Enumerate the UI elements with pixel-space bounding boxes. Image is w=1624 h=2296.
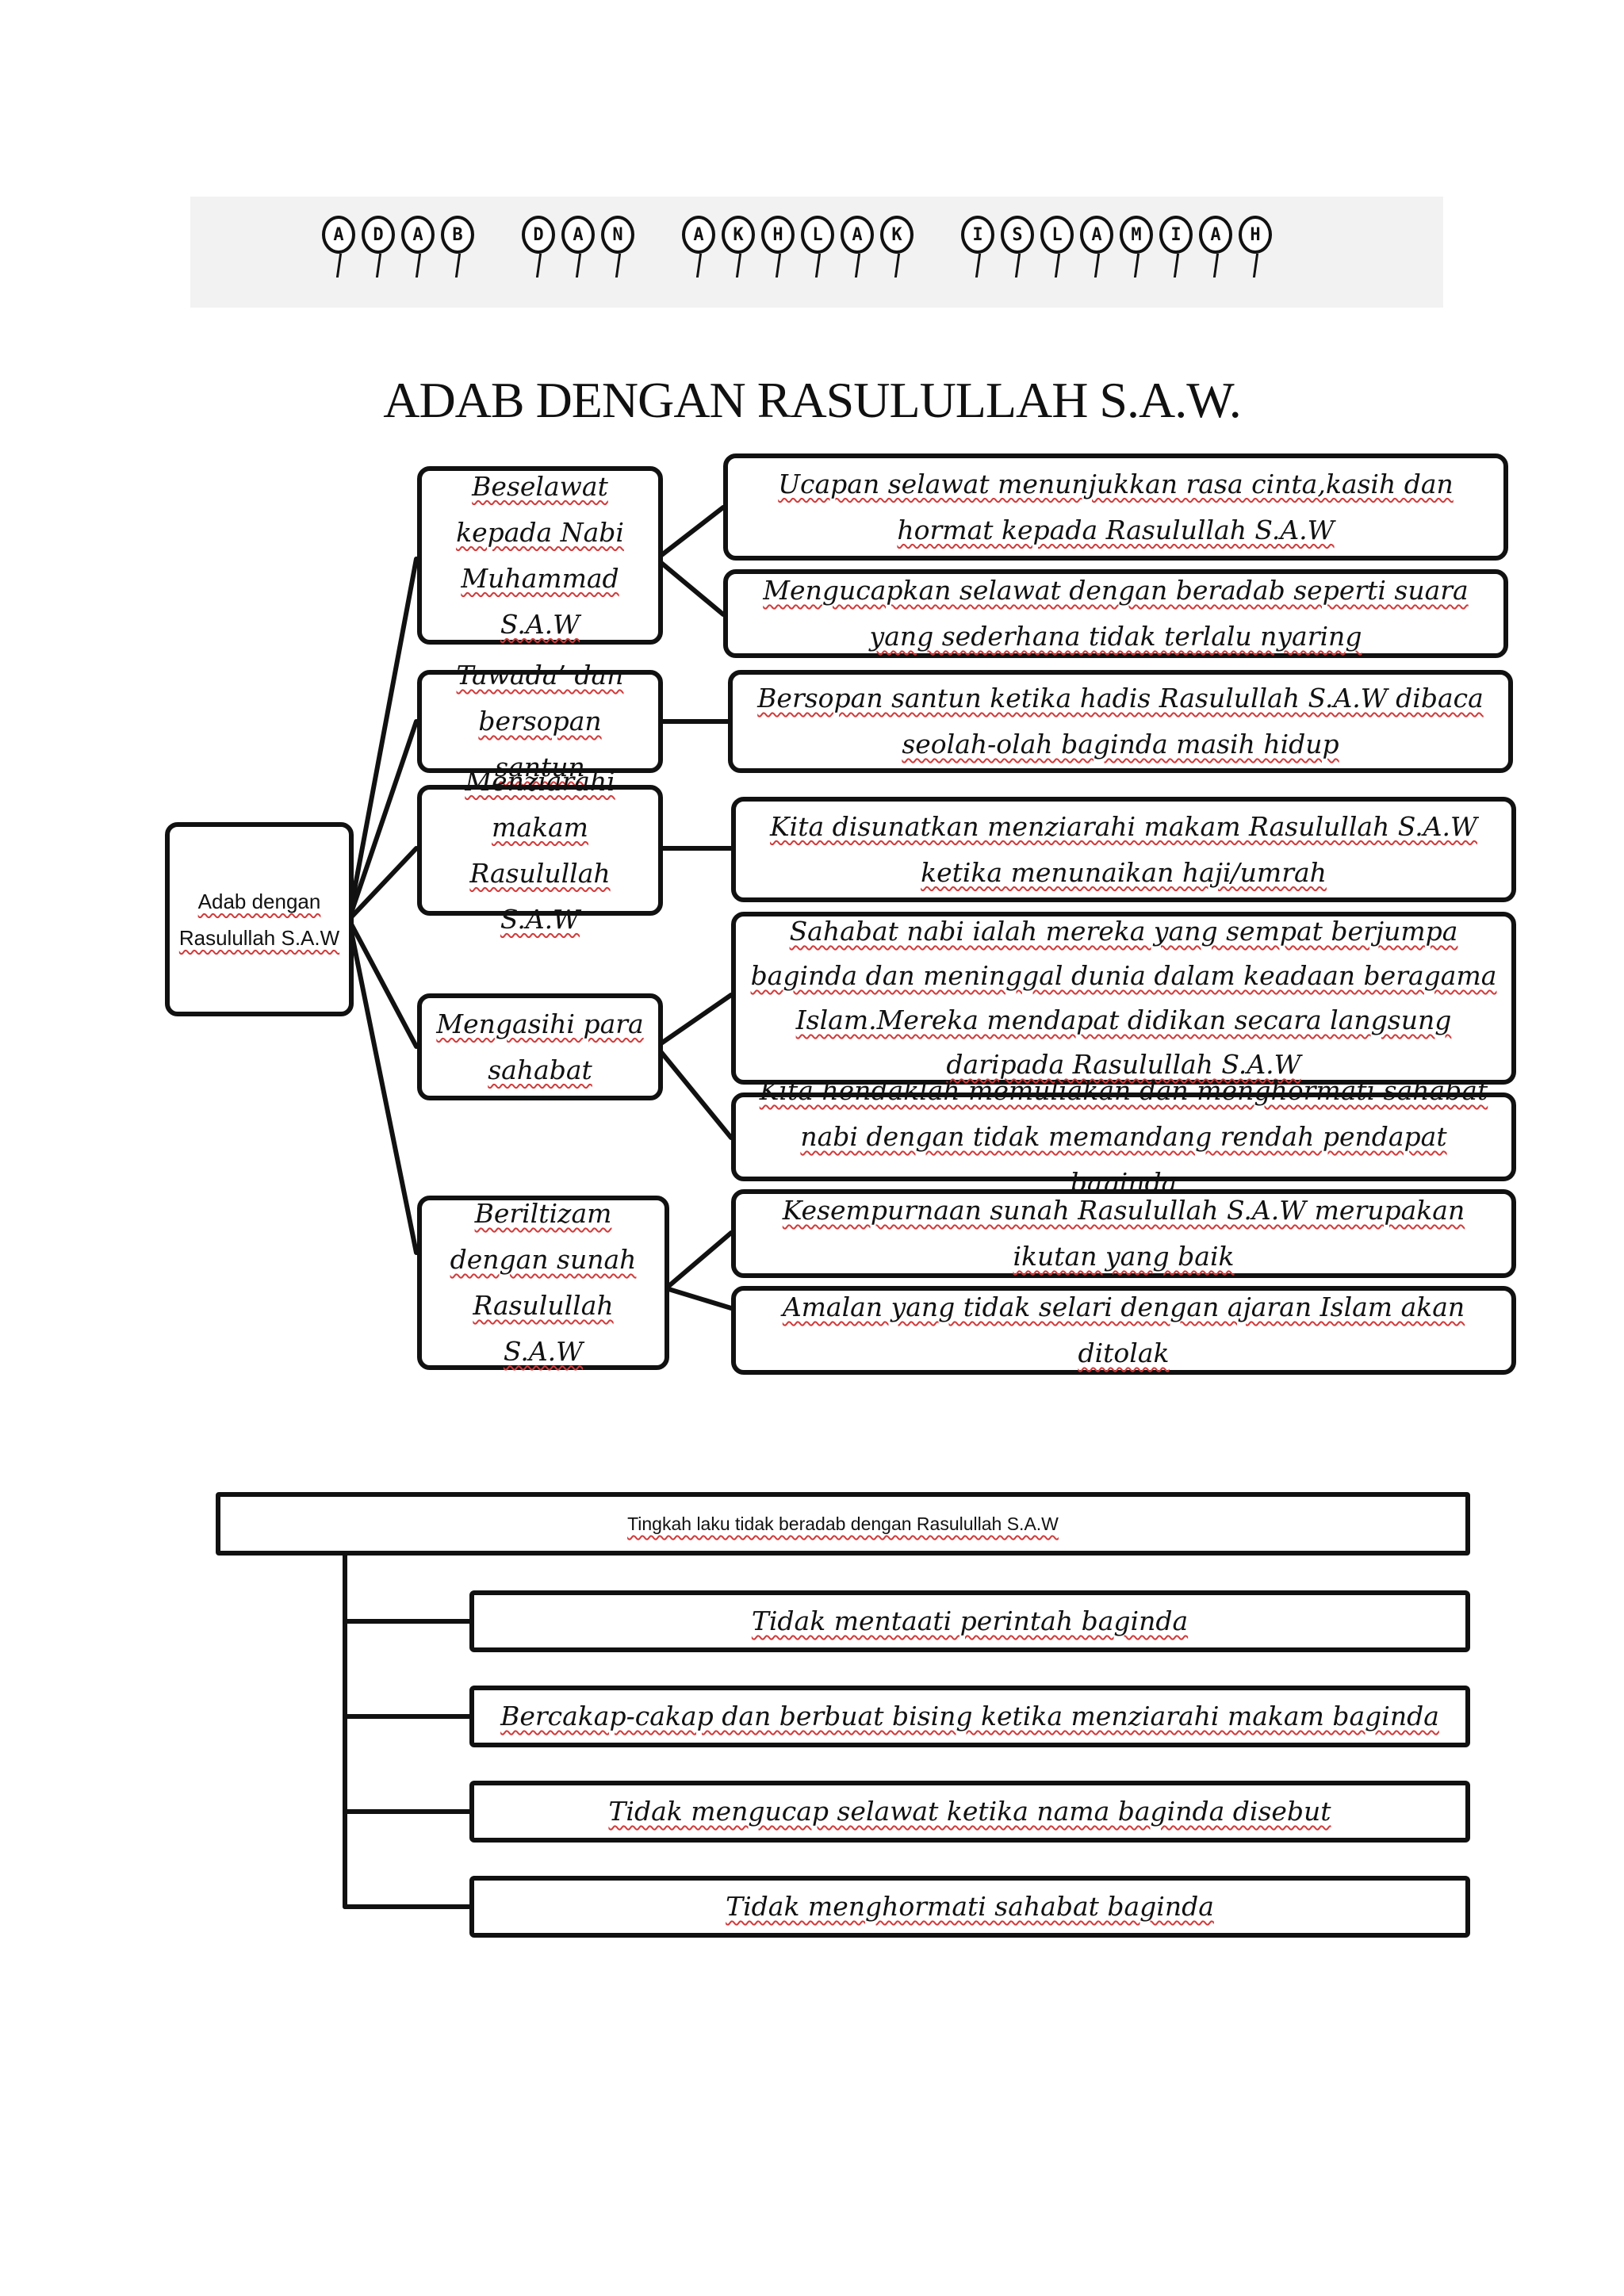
- balloon-letter-text: A: [1080, 216, 1113, 254]
- detail-text: Kesempurnaan sunah Rasulullah S.A.W meru…: [782, 1195, 1465, 1272]
- misconduct-item-text: Tidak mentaati perintah baginda: [751, 1605, 1189, 1636]
- misconduct-header-label: Tingkah laku tidak beradab dengan Rasulu…: [627, 1513, 1059, 1534]
- misconduct-item: Tidak mengucap selawat ketika nama bagin…: [469, 1781, 1470, 1843]
- detail-text: Mengucapkan selawat dengan beradab seper…: [763, 575, 1469, 652]
- balloon-letter: A: [400, 216, 435, 277]
- misconduct-item-text: Tidak mengucap selawat ketika nama bagin…: [608, 1796, 1331, 1827]
- balloon-letter: D: [521, 216, 556, 277]
- branch-label: Beriltizam dengan sunah Rasulullah S.A.W: [450, 1198, 637, 1367]
- detail-text: Amalan yang tidak selari dengan ajaran I…: [782, 1292, 1465, 1368]
- misconduct-header: Tingkah laku tidak beradab dengan Rasulu…: [216, 1492, 1470, 1556]
- balloon-letter: A: [1079, 216, 1114, 277]
- balloon-letter: L: [1040, 216, 1074, 277]
- balloon-letter-text: A: [1199, 216, 1232, 254]
- detail-text: Ucapan selawat menunjukkan rasa cinta,ka…: [778, 468, 1454, 545]
- balloon-letter-text: H: [1239, 216, 1272, 254]
- balloon-letter: A: [840, 216, 875, 277]
- balloon-letter: A: [321, 216, 356, 277]
- branch-node-selawat: Beselawat kepada Nabi Muhammad S.A.W: [417, 466, 663, 645]
- branch-node-tawada: Tawada’ dan bersopan santun: [417, 660, 663, 783]
- detail-text: Bersopan santun ketika hadis Rasulullah …: [757, 683, 1484, 760]
- branch-label: Beselawat kepada Nabi Muhammad S.A.W: [456, 470, 624, 640]
- root-node-label: Adab dengan Rasulullah S.A.W: [178, 889, 340, 950]
- page-title: ADAB DENGAN RASULULLAH S.A.W.: [383, 372, 1242, 428]
- balloon-letter-text: S: [1001, 216, 1034, 254]
- balloon-letter-text: A: [401, 216, 435, 254]
- balloon-letter: K: [879, 216, 914, 277]
- balloon-letter-text: D: [522, 216, 555, 254]
- branch-node-beriltizam: Beriltizam dengan sunah Rasulullah S.A.W: [417, 1196, 669, 1370]
- branch-label: Menziarahi makam Rasulullah S.A.W: [465, 765, 615, 935]
- balloon-letter: M: [1119, 216, 1154, 277]
- balloon-letter-text: A: [322, 216, 355, 254]
- branch-node-menziarahi: Menziarahi makam Rasulullah S.A.W: [417, 766, 663, 935]
- detail-text: Sahabat nabi ialah mereka yang sempat be…: [750, 916, 1497, 1080]
- detail-box: Amalan yang tidak selari dengan ajaran I…: [731, 1286, 1516, 1375]
- balloon-letter-text: K: [880, 216, 914, 254]
- balloon-letter: A: [1198, 216, 1233, 277]
- balloon-letter: A: [681, 216, 716, 277]
- balloon-letter: I: [960, 216, 995, 277]
- balloon-letter: K: [721, 216, 756, 277]
- balloon-letter-text: H: [761, 216, 795, 254]
- balloon-letter: L: [800, 216, 835, 277]
- balloon-letter: H: [760, 216, 795, 277]
- misconduct-item: Tidak mentaati perintah baginda: [469, 1590, 1470, 1652]
- branch-label: Mengasihi para sahabat: [436, 1008, 644, 1085]
- balloon-letter-text: A: [682, 216, 715, 254]
- balloon-letter-text: L: [1040, 216, 1074, 254]
- balloon-letter-text: K: [722, 216, 755, 254]
- balloon-letter-text: M: [1120, 216, 1153, 254]
- root-node: Adab dengan Rasulullah S.A.W: [165, 822, 354, 1016]
- balloon-letter: I: [1159, 216, 1193, 277]
- balloon-letter: N: [600, 216, 635, 277]
- misconduct-item: Tidak menghormati sahabat baginda: [469, 1876, 1470, 1938]
- detail-box: Kita hendaklah memuliakan dan menghormat…: [731, 1075, 1516, 1198]
- detail-box: Bersopan santun ketika hadis Rasulullah …: [728, 670, 1513, 773]
- balloon-letter: S: [1000, 216, 1035, 277]
- balloon-letter: B: [440, 216, 475, 277]
- detail-text: Kita hendaklah memuliakan dan menghormat…: [759, 1075, 1488, 1198]
- balloon-letter-text: I: [1159, 216, 1193, 254]
- detail-box: Kita disunatkan menziarahi makam Rasulul…: [731, 797, 1516, 902]
- branch-node-mengasihi: Mengasihi para sahabat: [417, 993, 663, 1100]
- branch-label: Tawada’ dan bersopan santun: [456, 660, 624, 783]
- balloon-letter-text: N: [601, 216, 634, 254]
- misconduct-item-text: Bercakap-cakap dan berbuat bising ketika…: [500, 1701, 1439, 1732]
- detail-box: Sahabat nabi ialah mereka yang sempat be…: [731, 912, 1516, 1085]
- balloon-letter: D: [361, 216, 396, 277]
- balloon-letter-text: A: [841, 216, 874, 254]
- misconduct-item: Bercakap-cakap dan berbuat bising ketika…: [469, 1686, 1470, 1747]
- detail-box: Ucapan selawat menunjukkan rasa cinta,ka…: [723, 453, 1508, 561]
- detail-text: Kita disunatkan menziarahi makam Rasulul…: [770, 810, 1477, 888]
- balloon-letter: A: [561, 216, 596, 277]
- balloon-letter-text: B: [441, 216, 474, 254]
- balloon-letter-text: D: [362, 216, 395, 254]
- misconduct-item-text: Tidak menghormati sahabat baginda: [726, 1891, 1214, 1922]
- balloon-letter-text: A: [561, 216, 595, 254]
- balloon-letter-text: L: [801, 216, 834, 254]
- balloon-letter: H: [1238, 216, 1273, 277]
- detail-box: Mengucapkan selawat dengan beradab seper…: [723, 569, 1508, 658]
- detail-box: Kesempurnaan sunah Rasulullah S.A.W meru…: [731, 1189, 1516, 1278]
- balloon-letter-text: I: [961, 216, 994, 254]
